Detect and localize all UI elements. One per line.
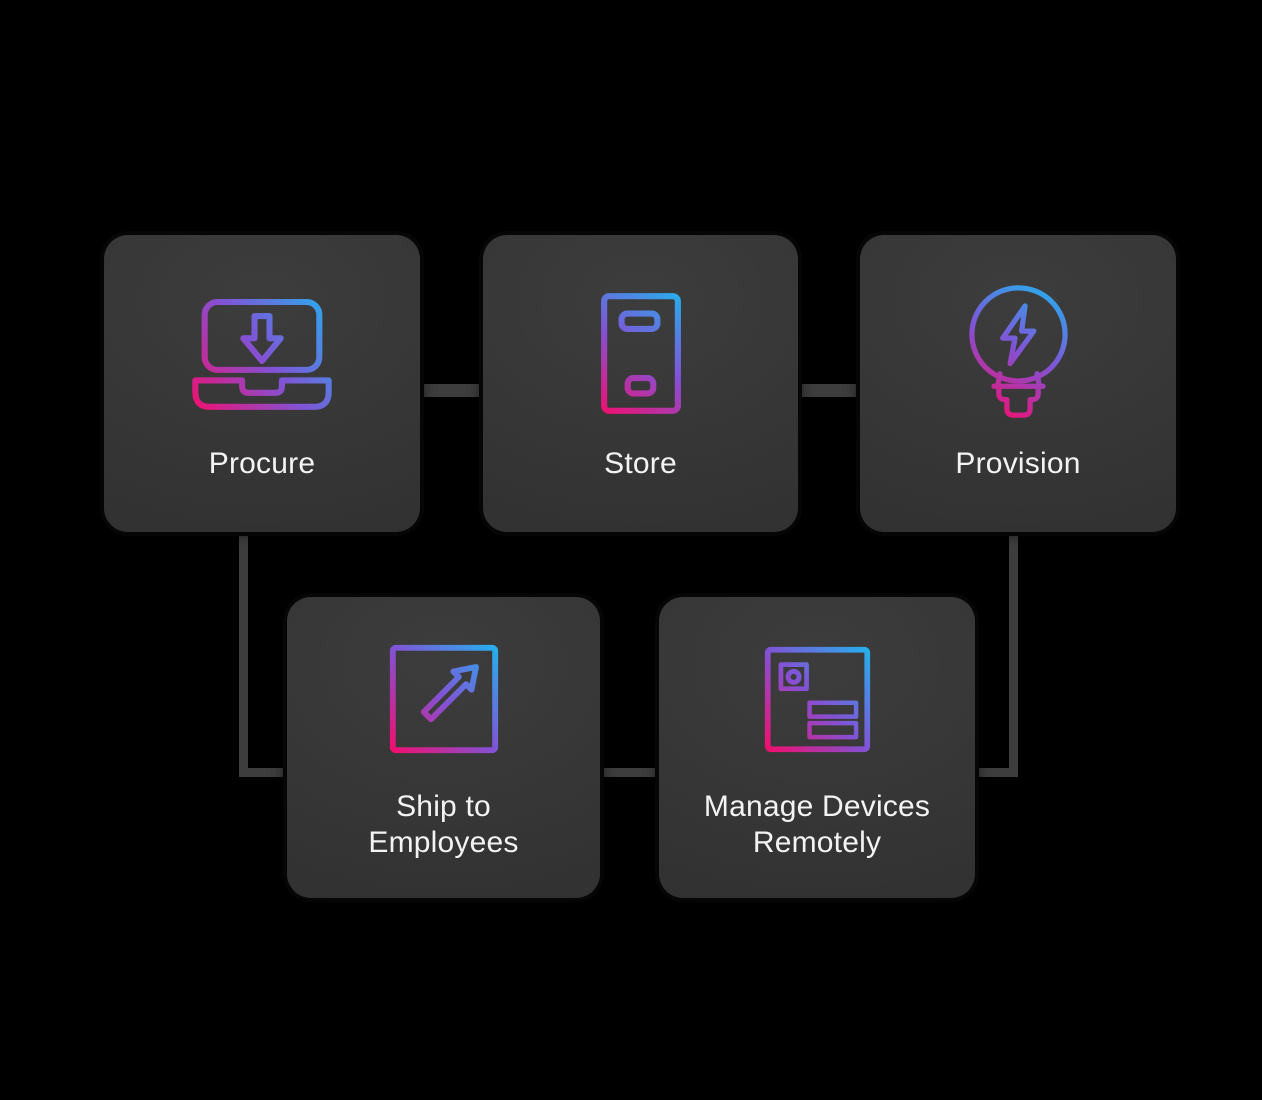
connector-ship-manage — [598, 768, 661, 777]
laptop-download-icon — [192, 298, 332, 410]
card-label: Provision — [955, 447, 1081, 480]
card-provision: Provision — [860, 235, 1176, 532]
connector-store-provision — [796, 384, 862, 397]
card-icon-area — [389, 643, 499, 755]
card-label: Ship to Employees — [368, 790, 519, 859]
storage-locker-icon — [600, 292, 681, 414]
card-store: Store — [483, 235, 798, 532]
card-icon-area — [764, 643, 871, 755]
card-label: Manage Devices Remotely — [703, 790, 931, 859]
card-icon-area — [598, 292, 684, 414]
connector-procure-ship-vertical — [239, 528, 248, 777]
arrow-up-right-box-icon — [389, 644, 498, 754]
card-procure: Procure — [104, 235, 420, 532]
card-icon-area — [966, 285, 1071, 418]
card-ship-to-employees: Ship to Employees — [287, 597, 600, 898]
card-label: Procure — [208, 447, 316, 480]
card-manage-devices-remotely: Manage Devices Remotely — [659, 597, 975, 898]
card-label: Store — [604, 447, 677, 480]
connector-provision-manage-vertical — [1009, 528, 1018, 777]
lightbulb-bolt-icon — [968, 285, 1068, 418]
connector-procure-ship-horizontal — [239, 768, 291, 777]
connector-procure-store — [418, 384, 485, 397]
card-icon-area — [187, 292, 337, 414]
connector-provision-manage-horizontal — [971, 768, 1018, 777]
device-management-panel-icon — [764, 646, 870, 752]
